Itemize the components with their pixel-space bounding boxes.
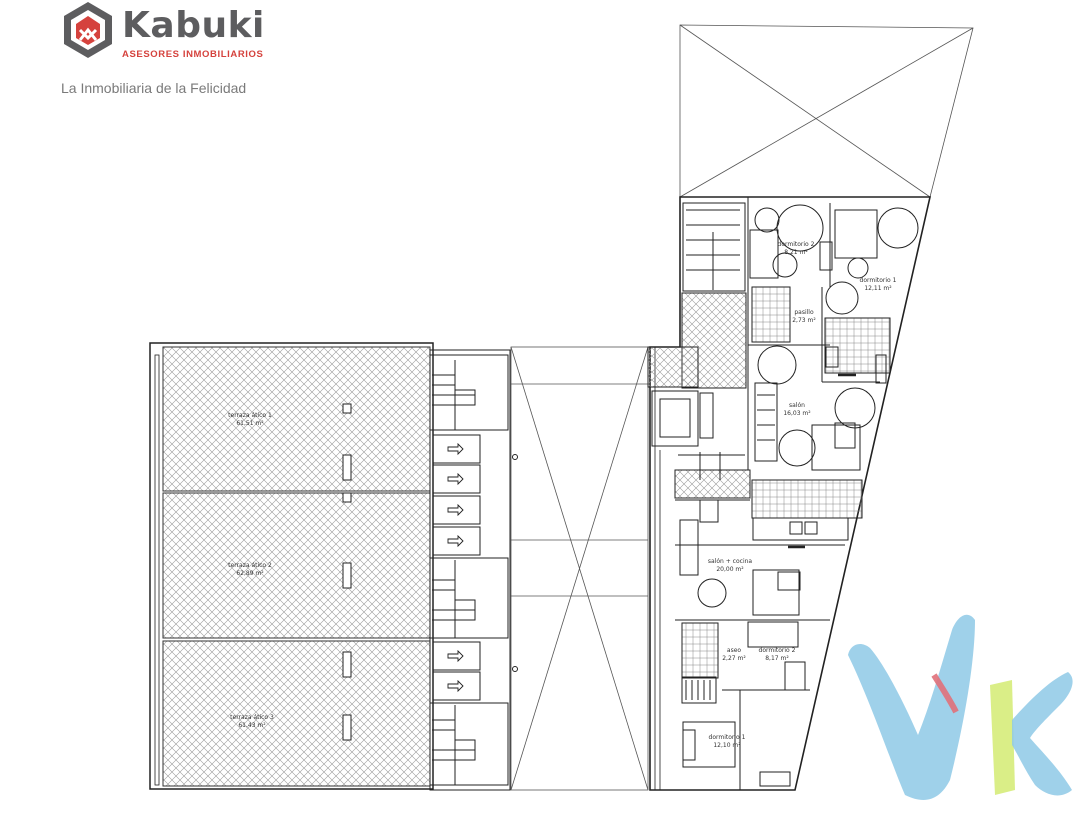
storage-arrow-icons [447, 442, 464, 693]
room-area: 12,10 m² [713, 742, 741, 749]
stair-column [429, 349, 518, 791]
left-block [149, 342, 434, 790]
room-area: 62,89 m² [236, 570, 264, 577]
room-name: dormitorio 2 [759, 647, 796, 654]
brand-name: Kabuki [122, 5, 265, 46]
room-name: salón + cocina [708, 558, 753, 565]
room-name: terraza ático 2 [228, 562, 272, 569]
upper-apartment [647, 197, 919, 549]
kabuki-logo-icon [64, 2, 112, 58]
brand-tagline: La Inmobiliaria de la Felicidad [61, 80, 247, 96]
brand-subtitle: ASESORES INMOBILIARIOS [122, 49, 264, 60]
room-name: pasillo [794, 309, 814, 316]
room-name: terraza ático 1 [228, 412, 272, 419]
terrace-1 [162, 346, 431, 492]
room-name: terraza ático 3 [230, 714, 274, 721]
room-name: dormitorio 2 [778, 241, 815, 248]
room-area: 2,73 m² [792, 317, 816, 324]
room-area: 61,43 m² [238, 722, 266, 729]
room-area: 61,51 m² [236, 420, 264, 427]
terrace-3 [162, 640, 431, 787]
room-area: 8,17 m² [765, 655, 789, 662]
room-area: 16,03 m² [783, 410, 811, 417]
room-labels: terraza ático 1 61,51 m² terraza ático 2… [228, 241, 896, 749]
room-name: salón [789, 402, 805, 409]
room-area: 2,27 m² [722, 655, 746, 662]
room-area: 12,11 m² [864, 285, 892, 292]
terrace-2 [162, 492, 431, 639]
room-name: aseo [727, 647, 741, 654]
room-name: dormitorio 1 [860, 277, 897, 284]
room-name: dormitorio 1 [709, 734, 746, 741]
atrium-void [510, 346, 649, 791]
room-area: 8,21 m² [784, 249, 808, 256]
brand-header: Kabuki ASESORES INMOBILIARIOS La Inmobil… [58, 0, 288, 110]
room-area: 20,00 m² [716, 566, 744, 573]
lower-apartment [675, 499, 845, 790]
